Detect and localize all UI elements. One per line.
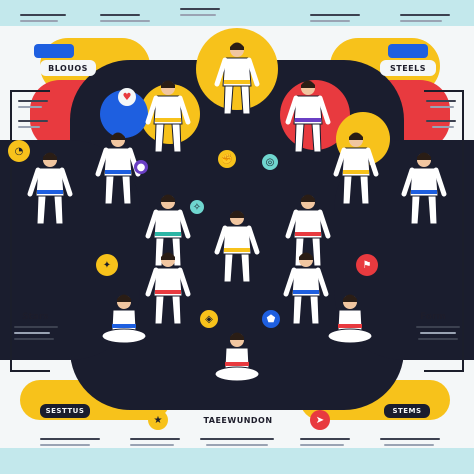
top-text-line [310,14,360,16]
label-mid-left: Stars [22,312,49,322]
side-text-line [18,120,48,122]
side-text-line [14,338,54,340]
side-text-line [420,332,456,334]
bottom-text-line [40,444,90,446]
top-text-line [20,14,66,16]
bottom-text-line [300,444,344,446]
arrow-icon: ➤ [310,410,330,430]
label-top-left: BLOUOS [40,60,96,76]
heart-icon: ♥ [118,88,136,106]
top-text-line [310,20,350,22]
side-text-line [18,106,42,108]
fist-icon: ✊ [218,150,236,168]
flag-icon: ⚑ [356,254,378,276]
top-text-line [20,20,58,22]
bottom-text-line [130,438,180,440]
top-text-line [100,20,150,22]
top-text-line [400,20,442,22]
side-text-line [432,126,454,128]
top-left-blue-box [34,44,74,58]
sparkle-icon: ✧ [190,200,204,214]
top-text-line [400,14,450,16]
side-text-line [416,326,460,328]
connector-line [424,90,464,92]
top-text-line [180,8,220,10]
side-text-line [426,120,456,122]
label-top-right: STEELS [380,60,436,76]
connector-line [10,90,50,92]
top-right-blue-box [388,44,428,58]
bottom-text-line [384,444,434,446]
belt-icon: ◈ [200,310,218,328]
kick-icon: ✦ [96,254,118,276]
bottom-text-line [300,438,350,440]
target-icon: ◎ [262,154,278,170]
label-bottom-left: SESTTUS [40,404,90,418]
top-text-line [100,14,140,16]
star-icon: ★ [148,410,168,430]
side-text-line [418,338,458,340]
connector-line [462,90,464,370]
side-text-line [18,126,40,128]
bottom-text-line [200,438,274,440]
top-band [0,0,474,26]
side-text-line [18,100,48,102]
dot-icon: ● [134,160,148,174]
bottom-text-line [380,438,440,440]
bottom-band [0,448,474,474]
label-bottom-right: STEMS [384,404,430,418]
connector-line [10,370,50,372]
label-mid-right: Form [420,312,446,322]
side-text-line [426,100,456,102]
pie-chart-icon: ◔ [8,140,30,162]
bottom-text-line [130,444,174,446]
bottom-text-line [206,444,268,446]
side-text-line [14,332,50,334]
side-text-line [430,106,454,108]
bottom-text-line [40,438,100,440]
side-text-line [14,326,58,328]
connector-line [10,90,12,370]
connector-line [424,370,464,372]
shield-icon: ⬟ [262,310,280,328]
top-text-line [180,14,216,16]
label-bottom-center: TAEEWUNDON [188,412,288,428]
